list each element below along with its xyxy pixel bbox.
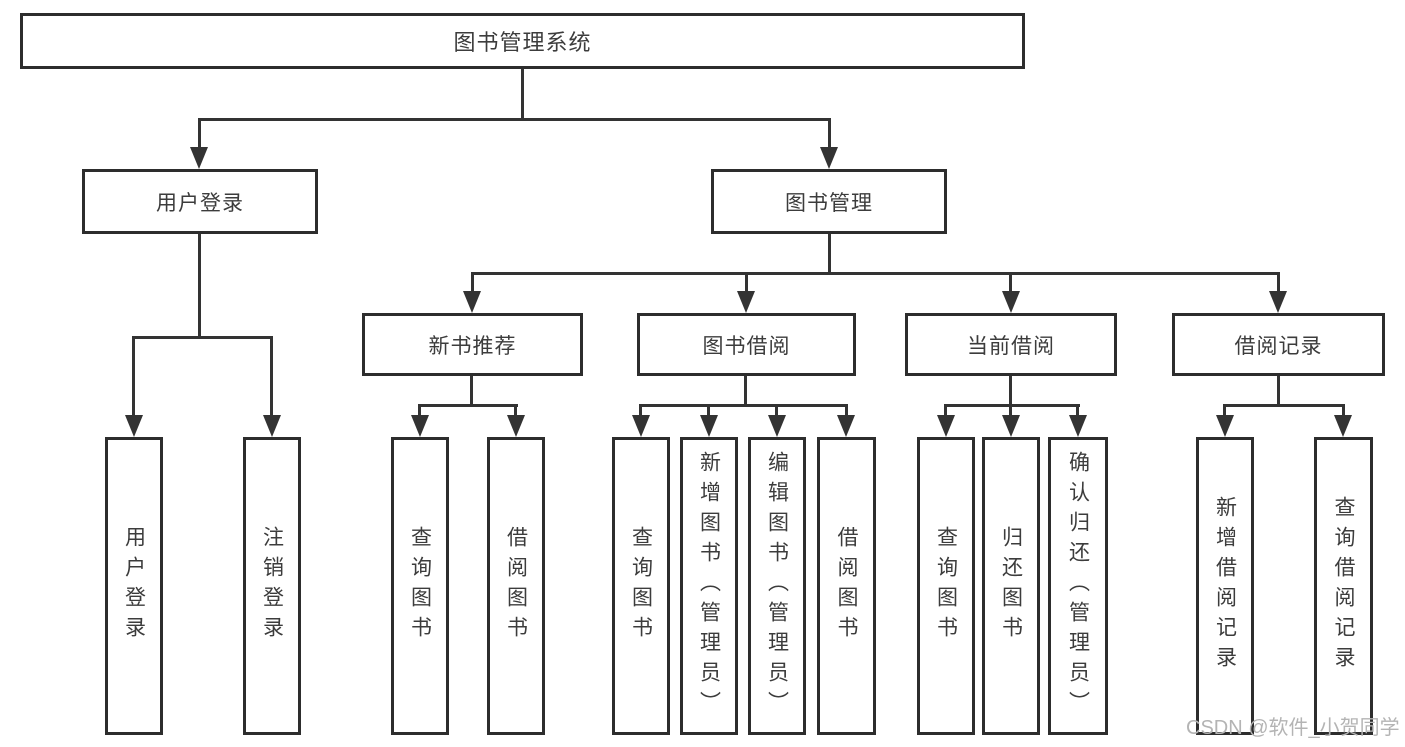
arrow-down-icon (1216, 415, 1234, 437)
connector-userlogin-hbar (132, 336, 273, 339)
leaf-edit-book-admin-label: 编辑图书（管理员） (765, 451, 789, 721)
connector-sec0-hbar (418, 404, 518, 407)
connector-section-drop (471, 272, 474, 294)
connector-leaf-drop (707, 404, 710, 419)
leaf-return-book-label: 归还图书 (999, 526, 1023, 646)
arrow-down-icon (507, 415, 525, 437)
connector-userlogin-drop (198, 118, 201, 151)
leaf-query-books-current: 查询图书 (917, 437, 975, 735)
node-book-borrow-label: 图书借阅 (702, 334, 791, 358)
arrow-down-icon (463, 291, 481, 313)
watermark: CSDN @软件_小贺同学 (1186, 717, 1400, 739)
arrow-down-icon (1269, 291, 1287, 313)
connector-sec1-hbar (639, 404, 848, 407)
leaf-query-borrow-record-label: 查询借阅记录 (1332, 496, 1355, 676)
node-user-login-label: 用户登录 (156, 191, 244, 215)
arrow-down-icon (737, 291, 755, 313)
connector-sec3-hbar (1223, 404, 1345, 407)
connector-leaf-drop (1223, 404, 1226, 419)
connector-bookmgmt-stem (828, 234, 831, 275)
leaf-user-login-label: 用户登录 (122, 526, 146, 646)
leaf-borrow-books-recommend-label: 借阅图书 (504, 526, 528, 646)
leaf-edit-book-admin: 编辑图书（管理员） (748, 437, 806, 735)
leaf-borrow-book-label: 借阅图书 (835, 526, 858, 646)
connector-sec2-stem (1009, 376, 1012, 407)
connector-userlogin-stem (198, 234, 201, 339)
connector-leaf-drop (845, 404, 848, 419)
connector-section-drop (745, 272, 748, 294)
connector-leaf-drop (514, 404, 517, 419)
node-book-mgmt-label: 图书管理 (785, 191, 873, 215)
leaf-query-books-borrow: 查询图书 (612, 437, 670, 735)
arrow-down-icon (937, 415, 955, 437)
leaf-confirm-return-admin: 确认归还（管理员） (1048, 437, 1108, 735)
leaf-add-borrow-record-label: 新增借阅记录 (1213, 496, 1237, 676)
node-root-label: 图书管理系统 (453, 30, 592, 55)
leaf-logout-label: 注销登录 (260, 526, 284, 646)
arrow-down-icon (1069, 415, 1087, 437)
connector-section-drop (1277, 272, 1280, 294)
connector-leaf-drop (775, 404, 778, 419)
leaf-query-borrow-record: 查询借阅记录 (1314, 437, 1373, 735)
leaf-add-book-admin: 新增图书（管理员） (680, 437, 738, 735)
connector-sec1-stem (744, 376, 747, 407)
connector-leaf-drop (132, 336, 135, 418)
leaf-query-books-borrow-label: 查询图书 (629, 526, 653, 646)
connector-bookmgmt-hbar (471, 272, 1280, 275)
leaf-add-book-admin-label: 新增图书（管理员） (697, 451, 721, 721)
connector-leaf-drop (944, 404, 947, 419)
arrow-down-icon (1002, 415, 1020, 437)
node-current-borrow: 当前借阅 (905, 313, 1117, 376)
arrow-down-icon (263, 415, 281, 437)
leaf-query-books-recommend-label: 查询图书 (408, 526, 432, 646)
arrow-down-icon (820, 147, 838, 169)
leaf-query-books-recommend: 查询图书 (391, 437, 449, 735)
connector-root-hbar (198, 118, 831, 121)
arrow-down-icon (125, 415, 143, 437)
leaf-logout: 注销登录 (243, 437, 301, 735)
node-book-borrow: 图书借阅 (637, 313, 856, 376)
connector-sec3-stem (1277, 376, 1280, 407)
node-borrow-records: 借阅记录 (1172, 313, 1385, 376)
arrow-down-icon (768, 415, 786, 437)
arrow-down-icon (190, 147, 208, 169)
connector-sec0-stem (470, 376, 473, 407)
arrow-down-icon (1334, 415, 1352, 437)
arrow-down-icon (700, 415, 718, 437)
leaf-confirm-return-admin-label: 确认归还（管理员） (1066, 451, 1090, 721)
node-current-borrow-label: 当前借阅 (967, 334, 1055, 358)
connector-leaf-drop (1009, 404, 1012, 419)
connector-leaf-drop (418, 404, 421, 419)
leaf-user-login: 用户登录 (105, 437, 163, 735)
leaf-query-books-current-label: 查询图书 (934, 526, 958, 646)
node-book-mgmt: 图书管理 (711, 169, 947, 234)
leaf-borrow-book: 借阅图书 (817, 437, 876, 735)
leaf-add-borrow-record: 新增借阅记录 (1196, 437, 1254, 735)
leaf-return-book: 归还图书 (982, 437, 1040, 735)
connector-leaf-drop (1342, 404, 1345, 419)
node-user-login: 用户登录 (82, 169, 318, 234)
arrow-down-icon (1002, 291, 1020, 313)
node-new-book-recommend: 新书推荐 (362, 313, 583, 376)
node-new-book-recommend-label: 新书推荐 (428, 334, 517, 358)
arrow-down-icon (411, 415, 429, 437)
connector-leaf-drop (270, 336, 273, 418)
node-root: 图书管理系统 (20, 13, 1025, 69)
leaf-borrow-books-recommend: 借阅图书 (487, 437, 545, 735)
connector-sec2-hbar (944, 404, 1080, 407)
connector-root-stem (521, 69, 524, 121)
connector-leaf-drop (639, 404, 642, 419)
connector-leaf-drop (1076, 404, 1079, 419)
arrow-down-icon (632, 415, 650, 437)
arrow-down-icon (837, 415, 855, 437)
node-borrow-records-label: 借阅记录 (1234, 334, 1323, 358)
connector-bookmgmt-drop (828, 118, 831, 151)
connector-section-drop (1009, 272, 1012, 294)
